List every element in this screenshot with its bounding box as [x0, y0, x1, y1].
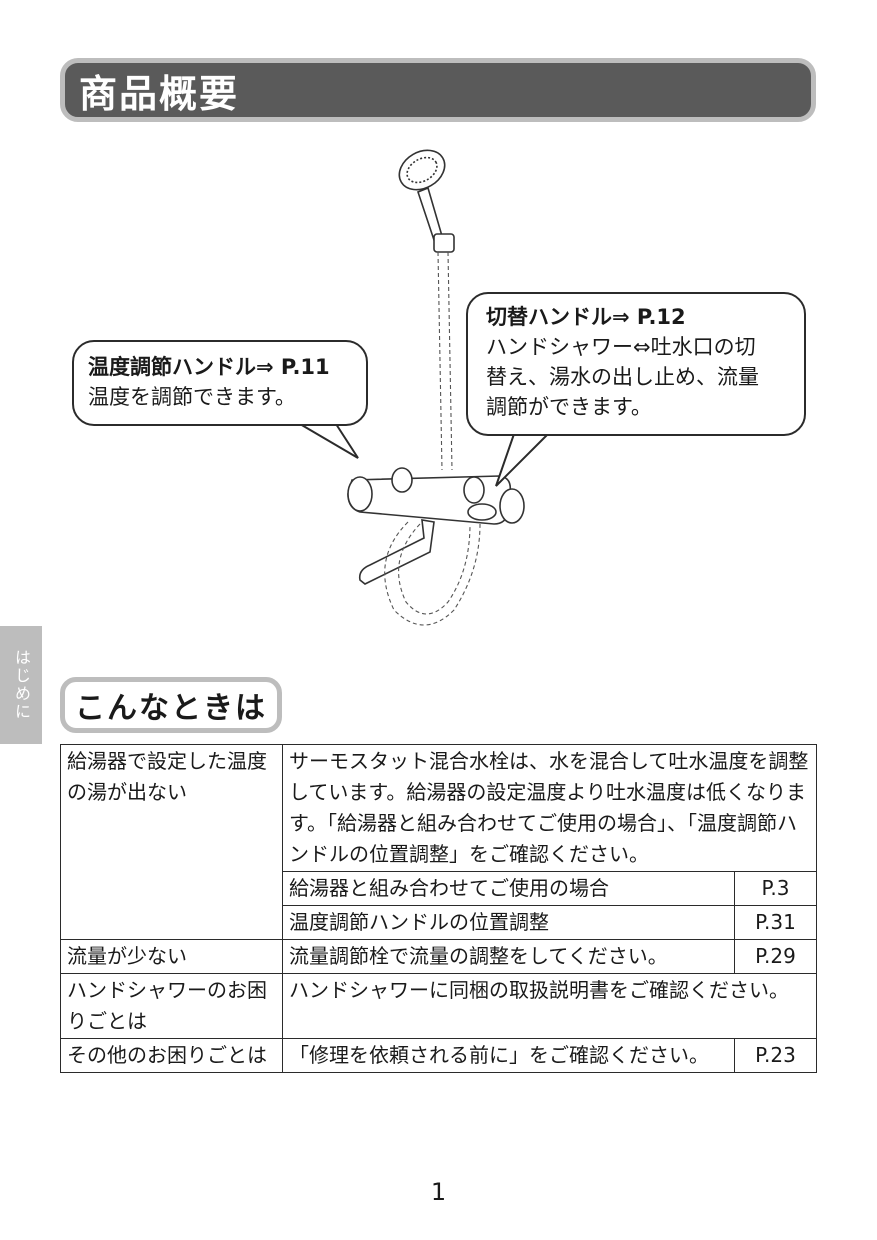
- switch-handle-callout-line3: 調節ができます。: [486, 395, 652, 419]
- faq-table: 給湯器で設定した温度の湯が出ない サーモスタット混合水栓は、水を混合して吐水温度…: [60, 744, 817, 1073]
- faq-answer-cell: 「修理を依頼される前に」をご確認ください。: [282, 1038, 735, 1073]
- page-title: 商品概要: [79, 71, 240, 116]
- faq-reference-text: 給湯器と組み合わせてご使用の場合: [282, 871, 735, 906]
- faq-problem-cell: 流量が少ない: [60, 939, 283, 974]
- page-number: 1: [430, 1178, 447, 1206]
- temp-handle-callout-title: 温度調節ハンドル⇒ P.11: [88, 355, 330, 379]
- faq-problem-cell: その他のお困りごとは: [60, 1038, 283, 1073]
- faq-answer-cell: 流量調節栓で流量の調整をしてください。: [282, 939, 735, 974]
- section-title: こんなときは: [60, 677, 282, 733]
- faq-page-reference: P.23: [734, 1038, 817, 1073]
- faq-page-reference: P.31: [734, 905, 817, 940]
- faq-answer-cell: ハンドシャワーに同梱の取扱説明書をご確認ください。: [282, 973, 817, 1039]
- switch-handle: [499, 488, 525, 524]
- shower-handle: [417, 186, 443, 242]
- switch-handle-callout-title: 切替ハンドル⇒ P.12: [486, 305, 686, 329]
- table-row: 給湯器と組み合わせてご使用の場合 P.3: [61, 871, 817, 906]
- faq-reference-text: 温度調節ハンドルの位置調整: [282, 905, 735, 940]
- section-title-text: こんなときは: [75, 691, 267, 726]
- faq-problem-cell: 給湯器で設定した温度の湯が出ない: [60, 744, 283, 940]
- table-row: 給湯器で設定した温度の湯が出ない サーモスタット混合水栓は、水を混合して吐水温度…: [60, 744, 817, 940]
- faq-page-reference: P.29: [734, 939, 817, 974]
- shower-holder: [433, 233, 455, 253]
- temp-handle: [347, 476, 373, 512]
- side-tab: はじめに: [0, 626, 42, 744]
- side-tab-label: はじめに: [12, 649, 31, 721]
- temp-handle-callout-body: 温度を調節できます。: [88, 385, 296, 409]
- title-bar: 商品概要: [60, 58, 816, 122]
- table-row: その他のお困りごとは 「修理を依頼される前に」をご確認ください。 P.23: [60, 1038, 817, 1073]
- switch-handle-callout-line2: 替え、湯水の出し止め、流量: [486, 365, 759, 389]
- faq-page-reference: P.3: [734, 871, 817, 906]
- switch-handle-callout: 切替ハンドル⇒ P.12 ハンドシャワー⇔吐水口の切 替え、湯水の出し止め、流量…: [466, 292, 806, 436]
- faucet-illustration: [347, 149, 525, 626]
- faq-problem-cell: ハンドシャワーのお困りごとは: [60, 973, 283, 1039]
- temp-handle-callout: 温度調節ハンドル⇒ P.11 温度を調節できます。: [72, 340, 368, 426]
- table-row: 温度調節ハンドルの位置調整 P.31: [61, 905, 817, 940]
- faq-answer-cell: サーモスタット混合水栓は、水を混合して吐水温度を調整しています。給湯器の設定温度…: [282, 744, 817, 872]
- table-row: ハンドシャワーのお困りごとは ハンドシャワーに同梱の取扱説明書をご確認ください。: [60, 973, 817, 1039]
- table-row: 流量が少ない 流量調節栓で流量の調整をしてください。 P.29: [60, 939, 817, 974]
- switch-handle-callout-line1: ハンドシャワー⇔吐水口の切: [486, 335, 756, 359]
- spout: [358, 519, 435, 585]
